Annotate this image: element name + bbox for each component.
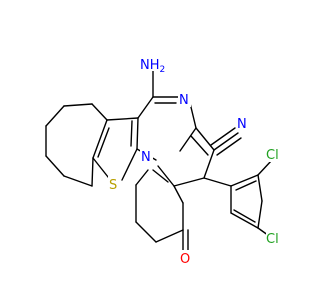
amino-label: NH2 <box>140 58 165 75</box>
bond <box>91 103 108 121</box>
nitrile-nitrogen-label: N <box>237 117 247 132</box>
oxygen-label: O <box>180 252 190 267</box>
amino-subscript: 2 <box>160 65 166 75</box>
amino-text: NH <box>140 58 160 73</box>
bond <box>203 149 215 179</box>
bond <box>190 135 209 156</box>
bond <box>216 137 242 156</box>
bond <box>135 221 157 243</box>
bond <box>257 159 273 176</box>
bond <box>135 169 149 186</box>
bond <box>210 127 236 146</box>
bond <box>203 177 232 187</box>
bond <box>97 127 110 158</box>
bond <box>130 120 133 147</box>
bond <box>257 174 263 202</box>
bond <box>45 105 65 127</box>
bond <box>63 103 93 107</box>
bond <box>173 185 184 204</box>
bond <box>230 212 259 229</box>
bond <box>45 155 65 177</box>
molecule-structure: NH2 N N N S O Cl Cl <box>45 55 286 267</box>
pyrimidine-nitrogen-label: N <box>179 93 189 108</box>
sulfur-label: S <box>109 178 117 193</box>
bond <box>137 96 154 119</box>
chlorine-para-label: Cl <box>266 232 279 247</box>
bond <box>233 209 256 223</box>
bond <box>189 102 197 129</box>
atom-labels: NH2 N N N S O Cl Cl <box>108 55 286 267</box>
bond <box>179 127 197 152</box>
bond <box>136 117 139 150</box>
bond <box>157 165 175 187</box>
bond <box>173 177 205 187</box>
bond <box>121 148 138 181</box>
bond <box>106 117 139 121</box>
bond <box>235 180 257 191</box>
chlorine-ortho-label: Cl <box>266 148 279 163</box>
bond <box>230 174 259 187</box>
bond <box>155 229 184 243</box>
bond <box>92 119 108 159</box>
bond <box>195 127 215 151</box>
bond <box>213 132 239 151</box>
bond <box>91 157 94 187</box>
bonds <box>45 69 273 253</box>
bond <box>63 175 93 187</box>
bond <box>257 200 263 229</box>
bond <box>152 169 169 183</box>
bridge-nitrogen-label: N <box>141 150 151 165</box>
